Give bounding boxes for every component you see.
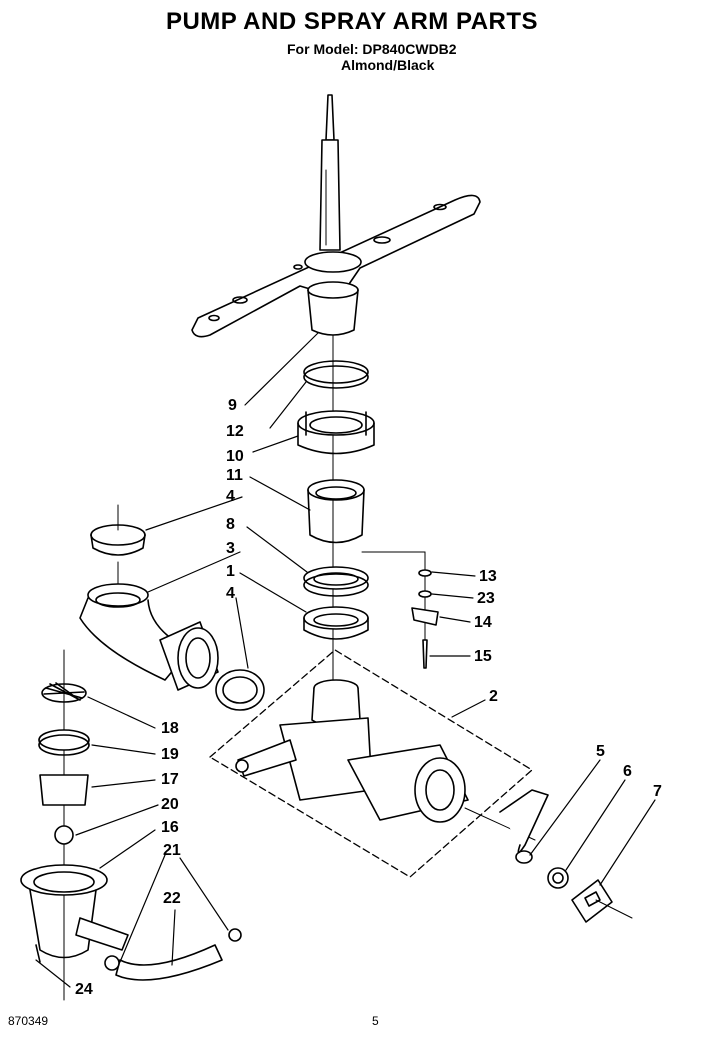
callout-10: 10 xyxy=(226,448,244,465)
callout-5: 5 xyxy=(596,743,605,760)
page-number: 5 xyxy=(372,1014,379,1028)
page-title: PUMP AND SPRAY ARM PARTS xyxy=(165,8,539,35)
callout-1: 1 xyxy=(226,563,235,580)
callout-21: 21 xyxy=(163,842,181,859)
pump-housing xyxy=(235,679,536,841)
callout-6: 6 xyxy=(623,763,632,780)
parts-5-6-7 xyxy=(499,789,633,923)
pump-assembly-boundary xyxy=(209,649,533,878)
callout-17: 17 xyxy=(161,771,179,788)
model-line: For Model: DP840CWDB2 xyxy=(287,41,457,57)
arm-hub xyxy=(307,289,359,336)
leader-lines xyxy=(35,332,656,988)
callout-4-bottom: 4 xyxy=(226,585,235,602)
sump-assembly xyxy=(20,649,242,1001)
callout-14: 14 xyxy=(474,614,492,631)
callout-18: 18 xyxy=(161,720,179,737)
callout-16: 16 xyxy=(161,819,179,836)
callout-20: 20 xyxy=(161,796,179,813)
hardware-stack xyxy=(361,551,439,669)
callout-23: 23 xyxy=(477,590,495,607)
shaft-tip xyxy=(325,94,335,141)
callout-4-top: 4 xyxy=(226,488,235,505)
cylinder-11 xyxy=(307,479,365,544)
callout-3: 3 xyxy=(226,540,235,557)
spray-arm-assembly xyxy=(191,94,481,338)
callout-24: 24 xyxy=(75,981,93,998)
seal-ring-12 xyxy=(303,360,369,389)
color-line: Almond/Black xyxy=(341,57,435,73)
callout-8: 8 xyxy=(226,516,235,533)
callout-9: 9 xyxy=(228,397,237,414)
callout-19: 19 xyxy=(161,746,179,763)
hose-assembly xyxy=(79,504,265,711)
callout-12: 12 xyxy=(226,423,244,440)
callout-7: 7 xyxy=(653,783,662,800)
callout-22: 22 xyxy=(163,890,181,907)
callout-11: 11 xyxy=(226,467,243,484)
ring-1 xyxy=(303,606,369,640)
nut-10 xyxy=(297,410,375,455)
callout-13: 13 xyxy=(479,568,497,585)
shaft xyxy=(319,139,341,251)
callout-2: 2 xyxy=(489,688,498,705)
ring-8 xyxy=(303,566,369,597)
doc-number: 870349 xyxy=(8,1014,49,1028)
callout-15: 15 xyxy=(474,648,492,665)
